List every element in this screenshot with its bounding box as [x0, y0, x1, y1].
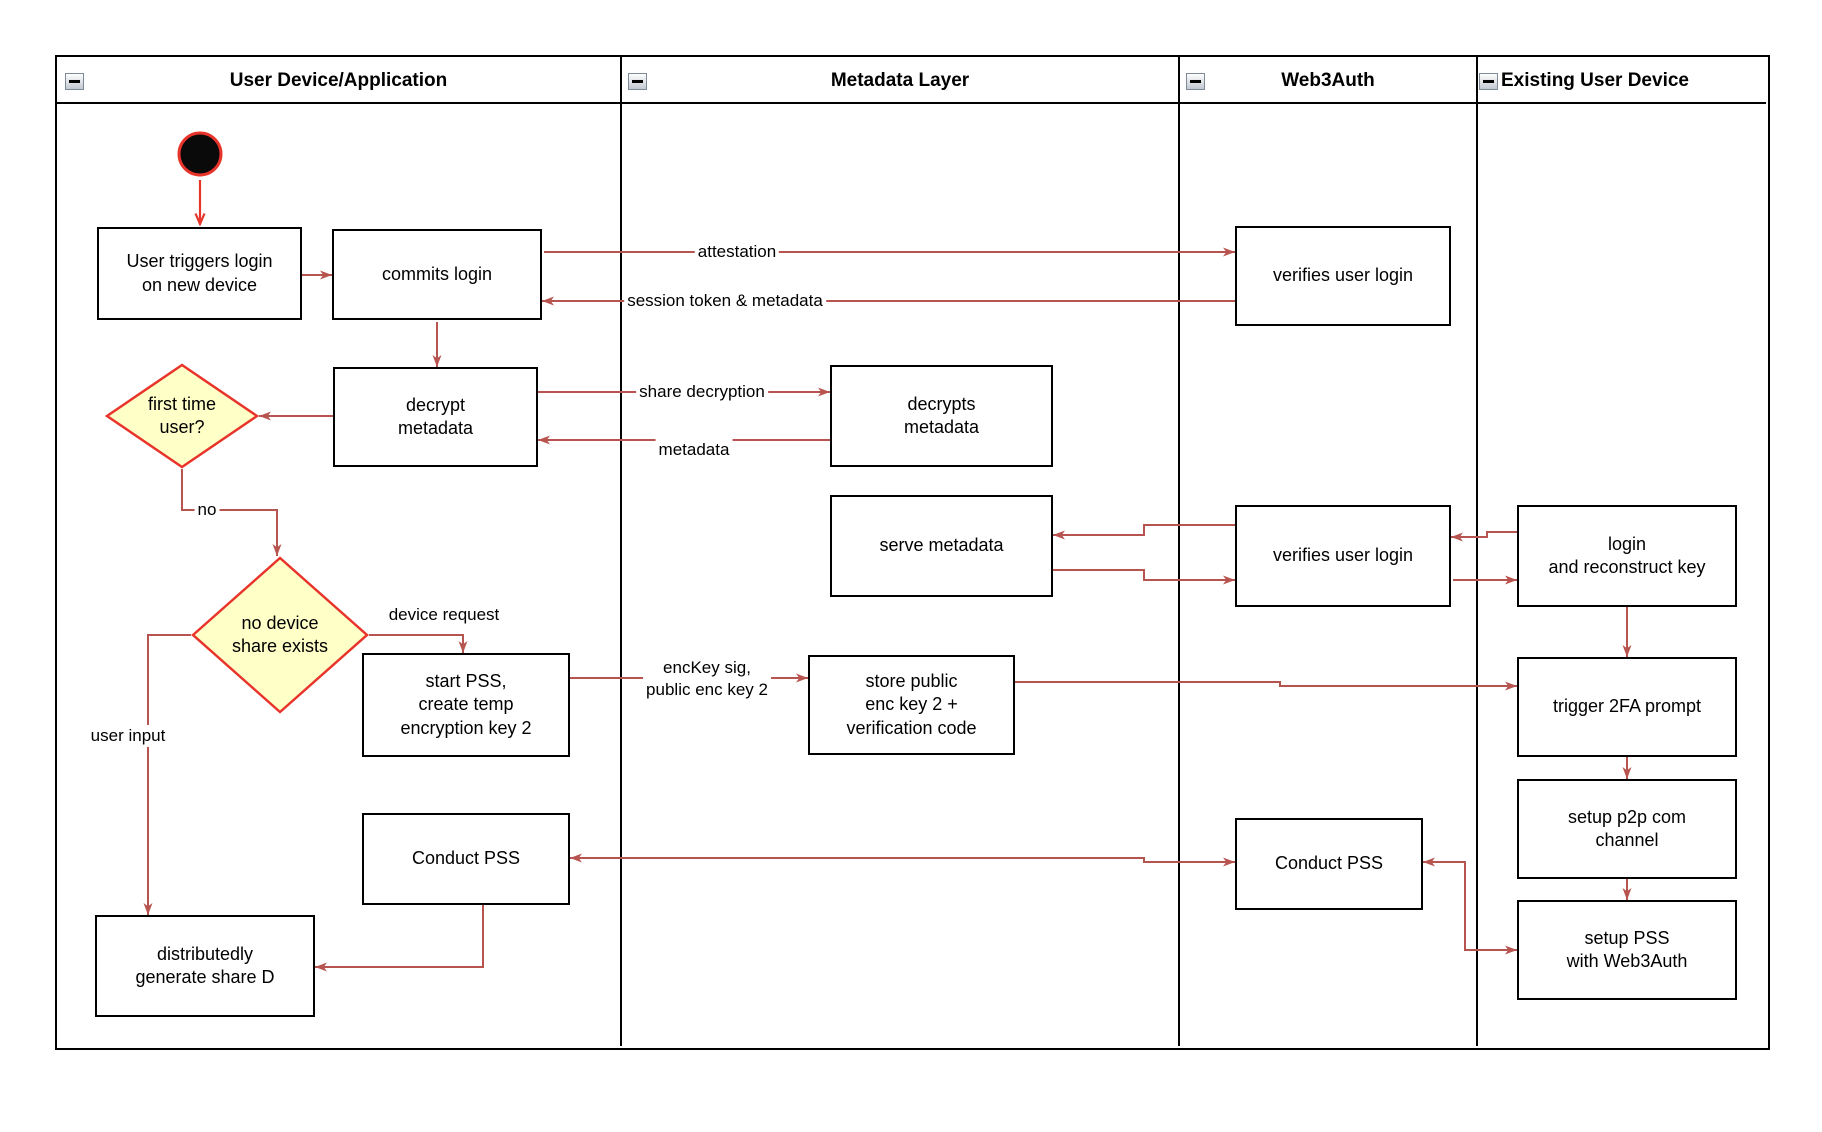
edge-label-no: no — [194, 498, 220, 522]
node-login-reconstruct-key: login and reconstruct key — [1517, 505, 1737, 607]
node-serve-metadata: serve metadata — [830, 495, 1053, 597]
node-verifies-user-login-mid: verifies user login — [1235, 505, 1451, 607]
node-setup-pss-web3auth: setup PSS with Web3Auth — [1517, 900, 1737, 1000]
minus-icon — [1190, 80, 1201, 83]
node-decrypt-metadata: decrypt metadata — [333, 367, 538, 467]
lane-title-metadata-layer: Metadata Layer — [830, 70, 970, 91]
node-user-triggers-login: User triggers login on new device — [97, 227, 302, 320]
collapse-lane-web3auth-button[interactable] — [1186, 73, 1205, 90]
edge-label-share-decryption: share decryption — [636, 380, 768, 404]
edge-label-user-input: user input — [87, 724, 169, 748]
lane-title-web3auth: Web3Auth — [1281, 70, 1375, 91]
node-start-pss: start PSS, create temp encryption key 2 — [362, 653, 570, 757]
edge-label-enckey-sig: encKey sig, public enc key 2 — [643, 656, 771, 702]
minus-icon — [632, 80, 643, 83]
edge-label-attestation: attestation — [694, 240, 780, 264]
collapse-lane-existing-device-button[interactable] — [1479, 73, 1498, 90]
node-conduct-pss-device: Conduct PSS — [362, 813, 570, 905]
collapse-lane-user-device-button[interactable] — [65, 73, 84, 90]
lane-title-existing-user-device: Existing User Device — [1501, 70, 1689, 91]
collapse-lane-metadata-button[interactable] — [628, 73, 647, 90]
decision-no-device-share-label: no device share exists — [231, 612, 329, 656]
node-conduct-pss-web3auth: Conduct PSS — [1235, 818, 1423, 910]
edge-label-session-token: session token & metadata — [624, 289, 826, 313]
node-decrypts-metadata: decrypts metadata — [830, 365, 1053, 467]
node-trigger-2fa-prompt: trigger 2FA prompt — [1517, 657, 1737, 757]
decision-first-time-user-label: first time user? — [147, 393, 216, 437]
node-verifies-user-login-top: verifies user login — [1235, 226, 1451, 326]
lane-divider-3 — [1476, 57, 1478, 1046]
lane-title-user-device: User Device/Application — [229, 70, 448, 91]
edge-label-metadata: metadata — [655, 438, 733, 462]
lane-header-row — [55, 55, 1766, 104]
node-store-public-enc-key: store public enc key 2 + verification co… — [808, 655, 1015, 755]
node-setup-p2p-channel: setup p2p com channel — [1517, 779, 1737, 879]
node-generate-share-d: distributedly generate share D — [95, 915, 315, 1017]
lane-divider-2 — [1178, 57, 1180, 1046]
lane-divider-1 — [620, 57, 622, 1046]
minus-icon — [1483, 80, 1494, 83]
minus-icon — [69, 80, 80, 83]
node-commits-login: commits login — [332, 229, 542, 320]
edge-label-device-request: device request — [385, 603, 503, 627]
